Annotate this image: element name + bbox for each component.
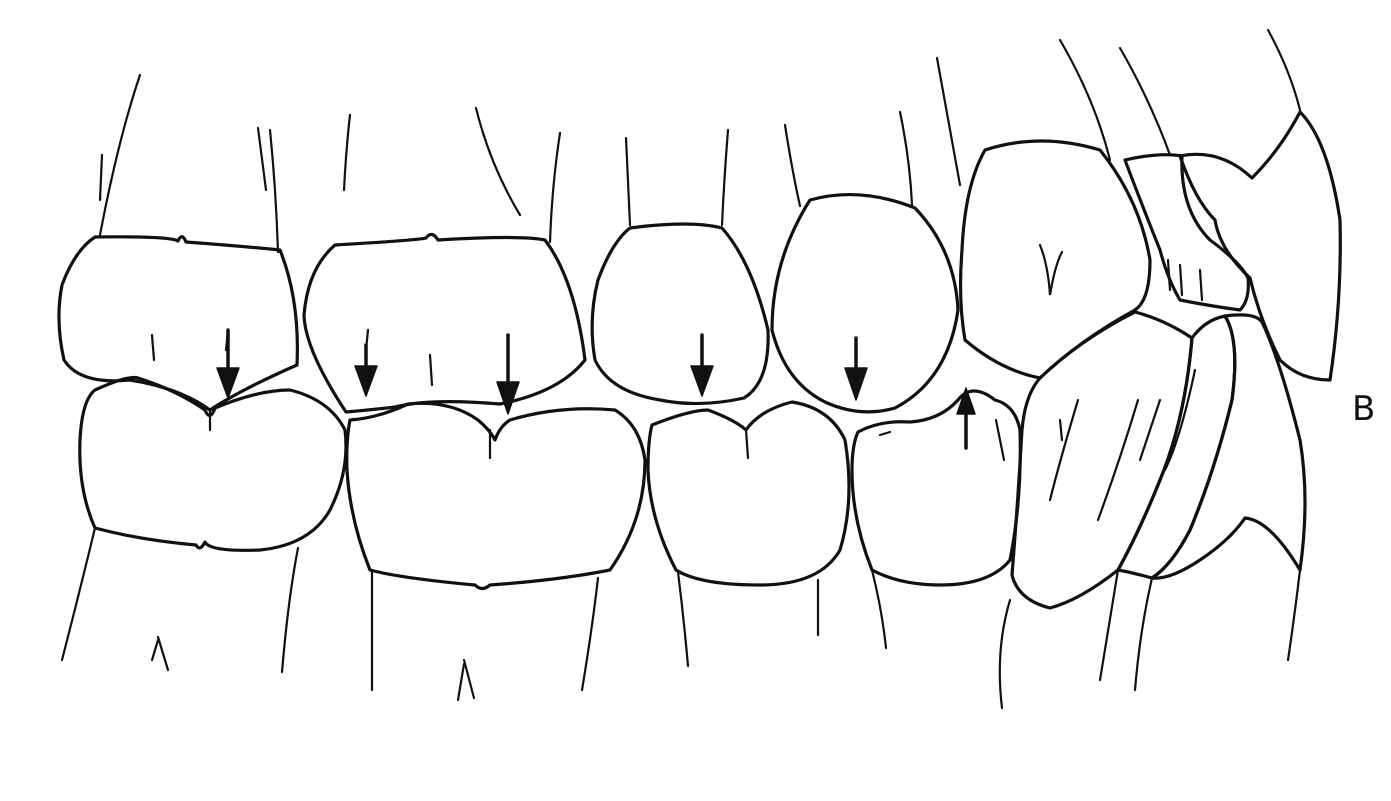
- arrow-down-4: [691, 335, 713, 396]
- lower-molar-1: [80, 378, 346, 551]
- lower-molar-2: [347, 403, 645, 588]
- upper-canine: [961, 141, 1150, 378]
- tooth-details: [152, 245, 1202, 700]
- upper-incisor-central: [1180, 112, 1340, 380]
- lower-teeth: [80, 312, 1305, 608]
- lower-incisor-lateral: [1118, 316, 1235, 578]
- arrow-down-1: [217, 330, 239, 398]
- upper-molar-2: [304, 234, 585, 412]
- lower-premolar-1: [648, 402, 849, 585]
- upper-root-lines: [100, 30, 1300, 252]
- upper-molar-1: [59, 237, 297, 410]
- arrow-down-3: [497, 335, 519, 414]
- upper-premolar-2: [772, 195, 958, 412]
- panel-label: B: [1352, 392, 1375, 426]
- lower-canine: [1012, 312, 1192, 608]
- arrow-down-2: [355, 345, 377, 396]
- lower-root-lines: [62, 528, 1300, 708]
- arrow-down-5: [845, 338, 867, 400]
- upper-premolar-1: [592, 224, 768, 404]
